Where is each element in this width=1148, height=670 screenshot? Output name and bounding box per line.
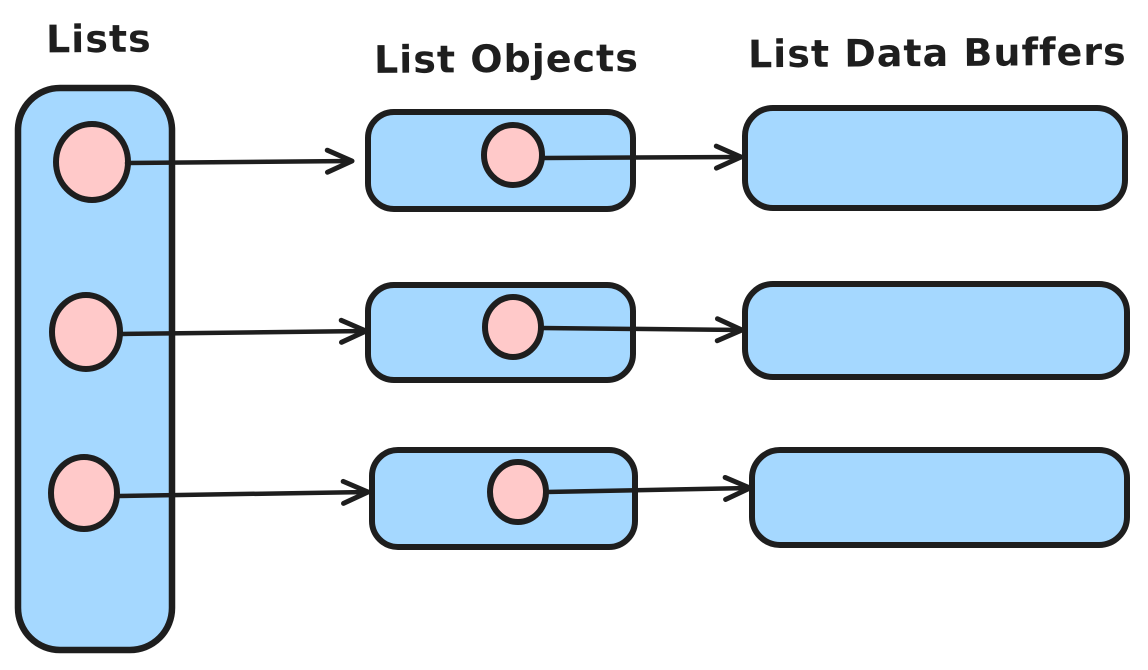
object-pointer-dot-3 <box>487 459 549 525</box>
object-pointer-dot-1 <box>481 122 545 188</box>
pointer-arrowhead-4 <box>714 316 745 344</box>
pointer-arrowhead-2 <box>713 143 744 171</box>
pointer-arrow-line-1 <box>124 158 355 166</box>
pointer-arrowhead-6 <box>722 474 753 502</box>
list-data-buffers-label: List Data Buffers <box>747 29 1127 77</box>
pointer-arrow-line-3 <box>118 328 369 337</box>
list-pointer-dot-1 <box>53 121 131 203</box>
pointer-arrow-line-4 <box>538 325 745 333</box>
pointer-arrow-line-5 <box>115 489 371 499</box>
object-pointer-dot-2 <box>482 294 544 360</box>
list-data-buffer-box-1 <box>742 105 1128 211</box>
list-pointer-dot-2 <box>49 292 123 372</box>
list-data-buffer-box-2 <box>742 281 1130 380</box>
lists-label: Lists <box>45 16 152 62</box>
list-pointer-dot-3 <box>48 454 120 532</box>
pointer-arrowhead-5 <box>340 478 371 506</box>
pointer-arrow-line-6 <box>543 485 753 495</box>
pointer-arrow-line-2 <box>541 154 744 161</box>
pointer-arrowhead-3 <box>338 317 369 345</box>
list-objects-label: List Objects <box>373 36 640 82</box>
pointer-arrowhead-1 <box>324 147 355 175</box>
list-data-buffer-box-3 <box>749 447 1130 548</box>
